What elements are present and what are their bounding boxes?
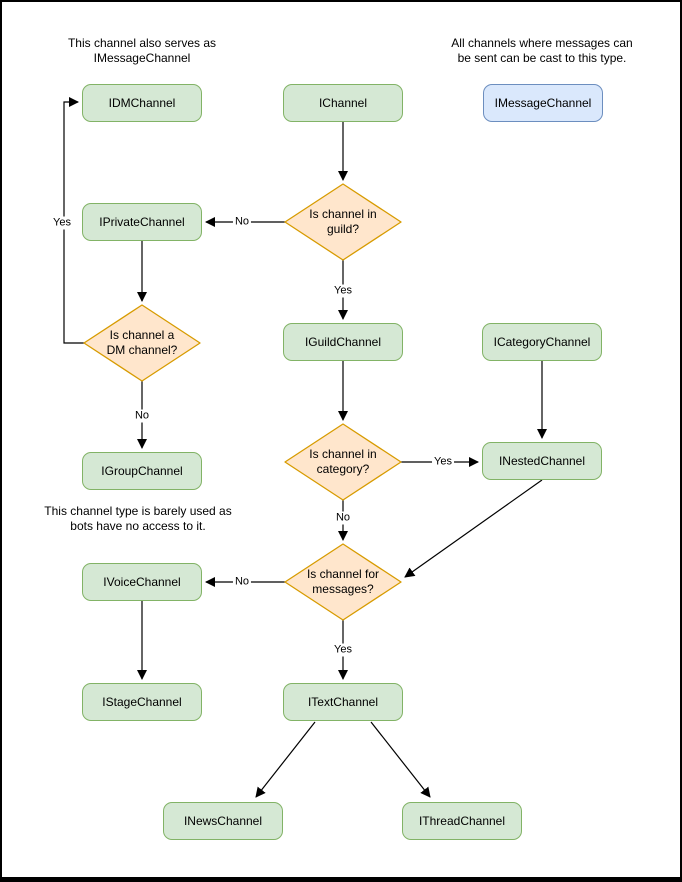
node-iguildchannel: IGuildChannel [283,323,403,361]
decision-dm-shape [83,304,201,382]
note-imessagechannel-cast: All channels where messages can be sent … [451,36,633,65]
arrow-inestedchannel-to-messages-decision [404,479,543,578]
node-igroupchannel: IGroupChannel [82,452,202,490]
node-imessagechannel: IMessageChannel [483,84,603,122]
arrow-itextchannel-to-ithreadchannel [370,721,431,798]
edge-label-category-no: No [333,511,353,525]
decision-messages-label: Is channel for messages? [306,567,380,596]
edge-label-guild-no: No [232,215,252,229]
node-ivoicechannel: IVoiceChannel [82,563,202,601]
edge-label-messages-yes: Yes [332,643,354,657]
decision-category-label: Is channel in category? [309,447,377,476]
edge-label-dm-yes: Yes [51,216,73,230]
edge-label-category-yes: Yes [432,455,454,469]
node-ithreadchannel: IThreadChannel [402,802,522,840]
edge-label-dm-no: No [132,409,152,423]
node-icategorychannel: ICategoryChannel [482,323,602,361]
note-igroupchannel-barely-used: This channel type is barely used as bots… [44,504,232,533]
node-istagechannel: IStageChannel [82,683,202,721]
arrow-itextchannel-to-inewschannel [255,721,316,798]
node-idmchannel: IDMChannel [82,84,202,122]
node-inestedchannel: INestedChannel [482,442,602,480]
node-inewschannel: INewsChannel [163,802,283,840]
node-iprivatechannel: IPrivateChannel [82,203,202,241]
node-ichannel: IChannel [283,84,403,122]
decision-guild-shape [284,183,402,261]
decision-category-shape [284,423,402,501]
decision-dm-label: Is channel a DM channel? [106,328,178,357]
decision-messages-shape [284,543,402,621]
node-itextchannel: ITextChannel [283,683,403,721]
edge-label-messages-no: No [232,575,252,589]
edge-label-guild-yes: Yes [332,284,354,298]
decision-guild-label: Is channel in guild? [309,207,377,236]
note-idmchannel-serves-imessagechannel: This channel also serves as IMessageChan… [67,36,217,65]
